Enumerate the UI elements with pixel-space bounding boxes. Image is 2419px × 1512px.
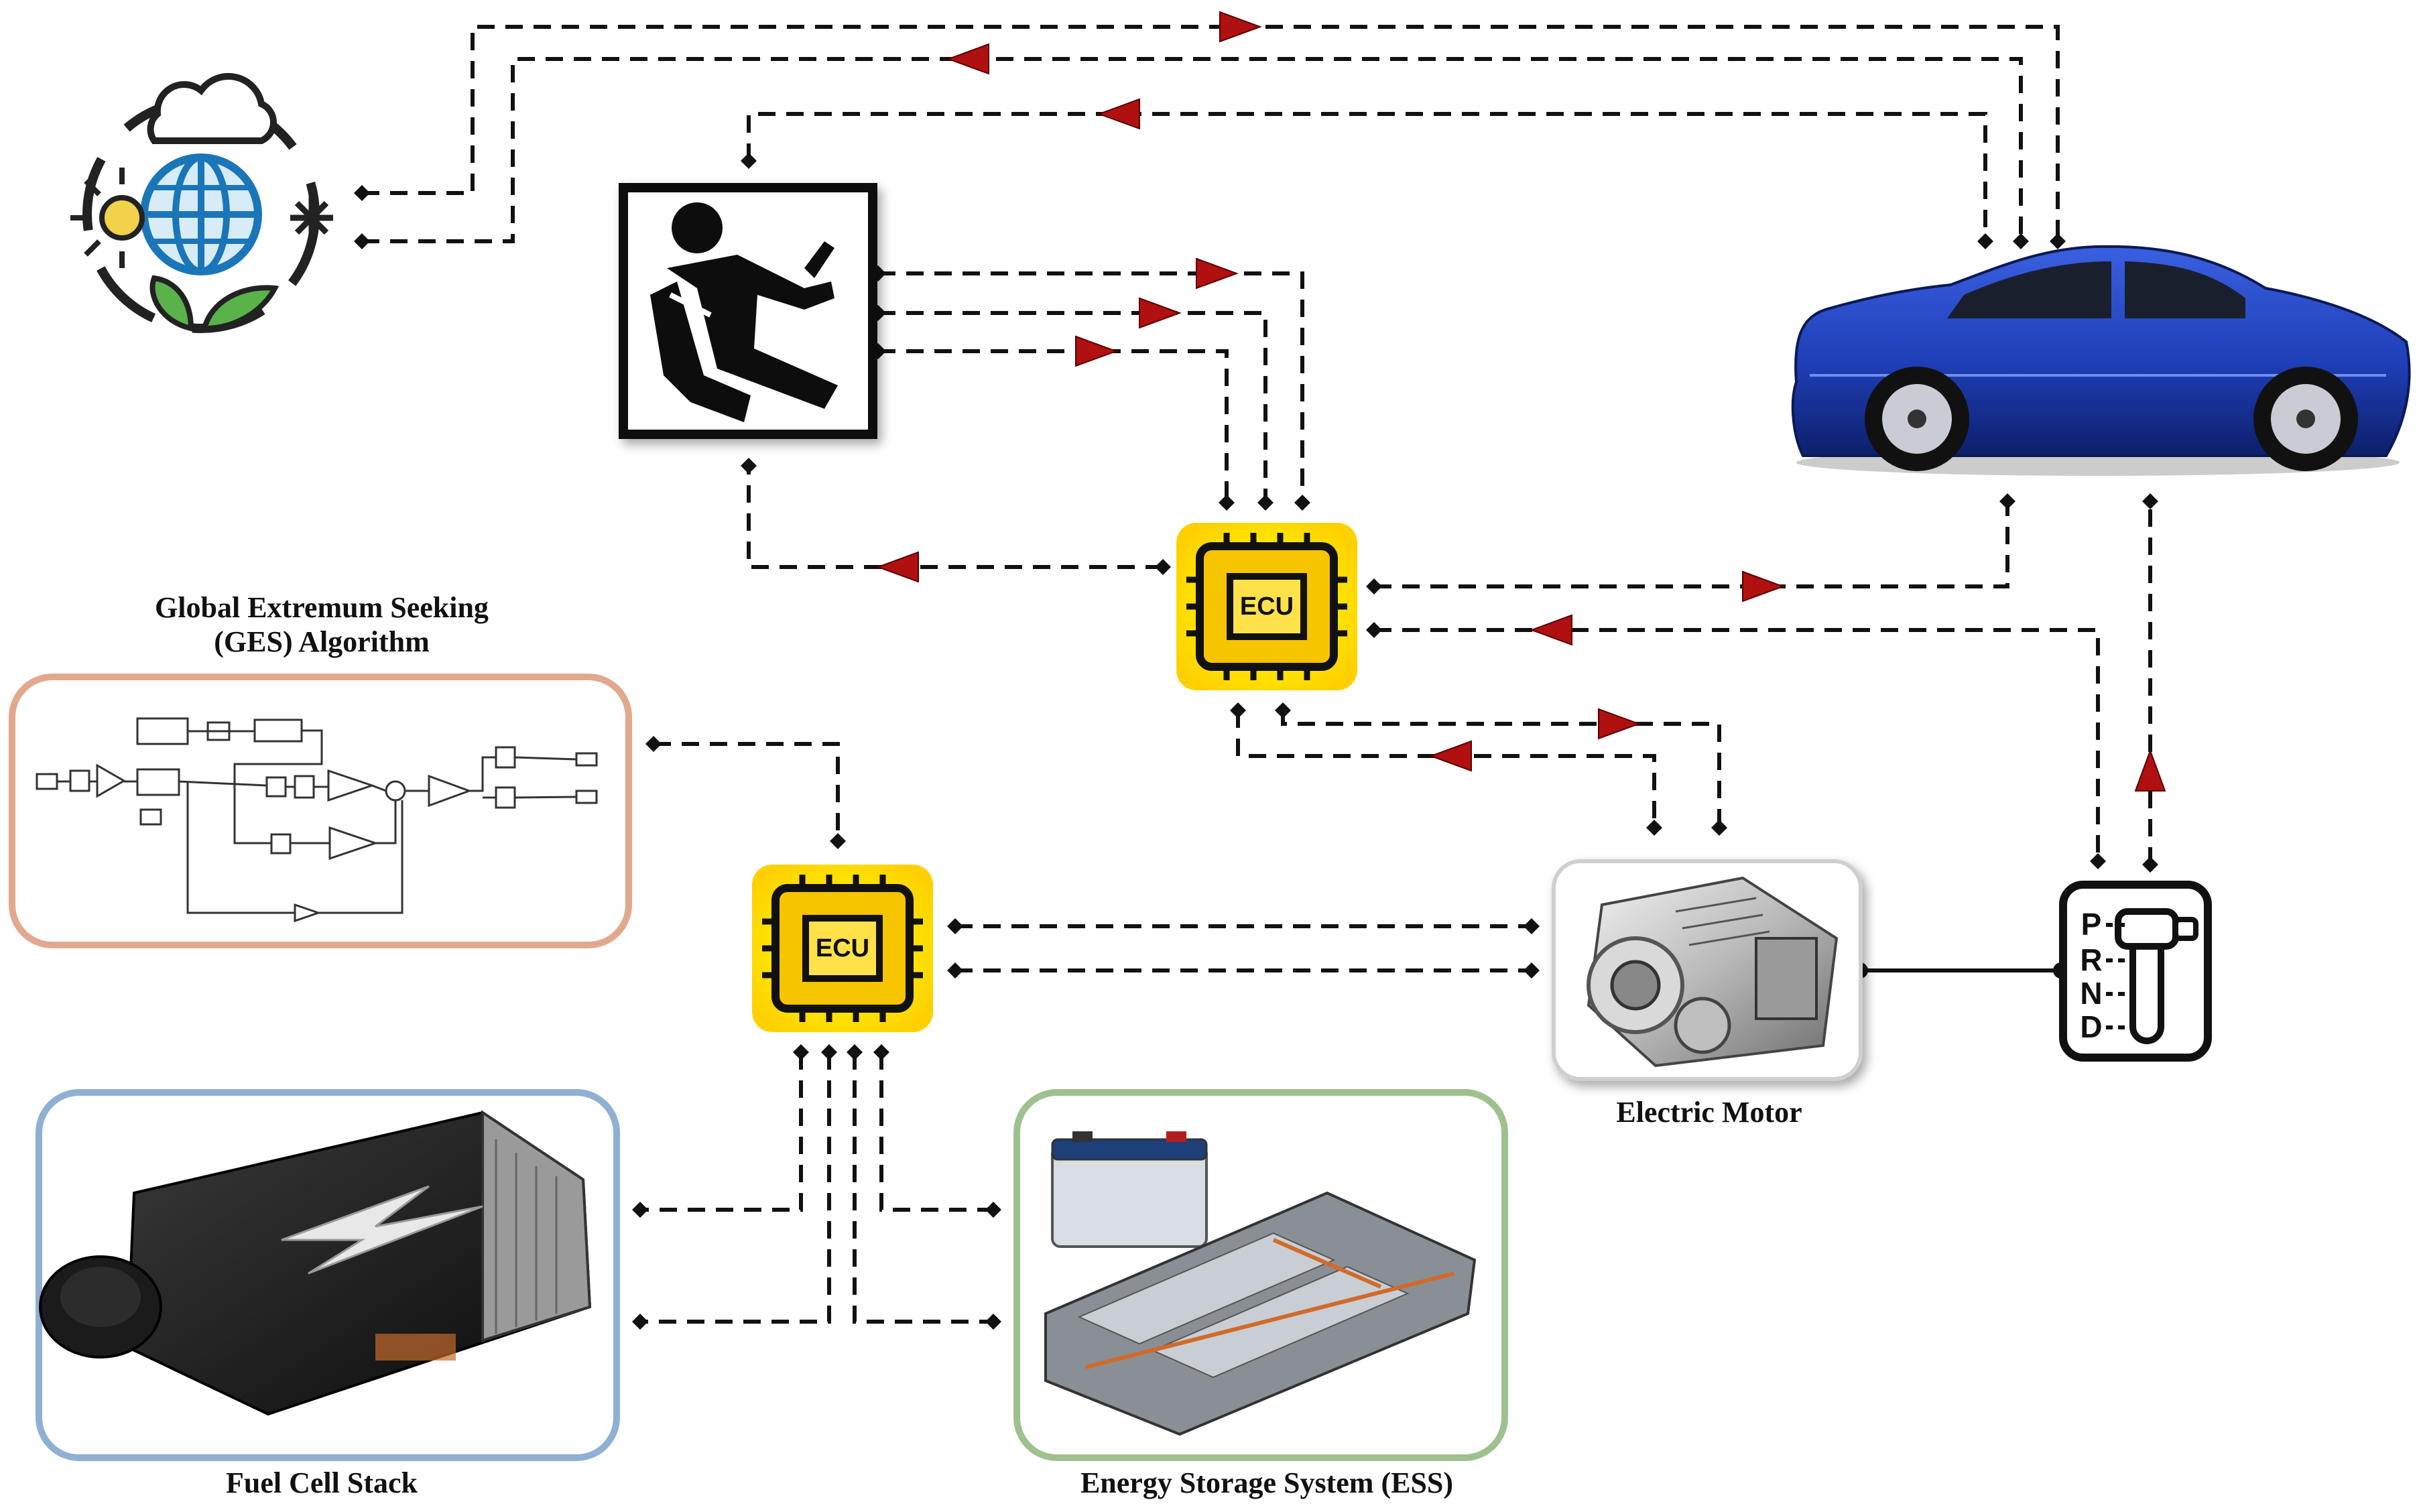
line-ecu-car bbox=[1374, 501, 2009, 588]
ecu-label: ECU bbox=[816, 934, 869, 962]
car-wheel-front bbox=[1865, 367, 1969, 471]
line-driver-car bbox=[747, 112, 1987, 241]
line-env-car-inner bbox=[362, 57, 2023, 243]
line-driver-ecu-1 bbox=[878, 271, 1304, 503]
line-ecu2-ess-2 bbox=[853, 1052, 993, 1324]
ecu-chip-icon: ECU bbox=[752, 865, 933, 1032]
ges-title-line1: Global Extremum Seeking bbox=[155, 591, 489, 624]
line-ges-ecu2 bbox=[654, 742, 840, 841]
gear-shifter-icon: P R N D bbox=[2059, 881, 2212, 1062]
line-ecu-motor-2 bbox=[1236, 710, 1656, 828]
fuel-cell-icon bbox=[39, 1110, 592, 1416]
line-ecu-driver bbox=[747, 466, 1163, 569]
direction-arrows bbox=[876, 11, 2166, 792]
line-driver-ecu-3 bbox=[878, 349, 1229, 503]
gear-letter-r: R bbox=[2080, 942, 2102, 977]
line-ecu2-ess-1 bbox=[879, 1052, 993, 1212]
line-ecu2-fc-1 bbox=[640, 1052, 803, 1212]
gear-letter-p: P bbox=[2081, 907, 2102, 942]
electric-motor-icon bbox=[1587, 876, 1839, 1068]
connection-lines bbox=[362, 25, 2152, 1324]
simulink-block-diagram bbox=[36, 717, 598, 923]
electric-motor-label: Electric Motor bbox=[1616, 1096, 1802, 1129]
line-ecu2-fc-2 bbox=[640, 1052, 831, 1324]
car-icon bbox=[1791, 245, 2411, 476]
ges-algorithm-panel bbox=[9, 674, 632, 948]
gear-letter-n: N bbox=[2080, 976, 2102, 1011]
line-env-car-outer bbox=[362, 25, 2060, 241]
fuel-cell-label: Fuel Cell Stack bbox=[226, 1466, 418, 1499]
ecu-chip-icon: ECU bbox=[1176, 523, 1357, 690]
gear-letter-d: D bbox=[2080, 1009, 2102, 1044]
ess-label: Energy Storage System (ESS) bbox=[1080, 1466, 1454, 1499]
driver-icon bbox=[619, 183, 877, 439]
car-wheel-rear bbox=[2253, 367, 2358, 471]
line-endpoints bbox=[354, 153, 2158, 1330]
ecu-label: ECU bbox=[1240, 592, 1294, 621]
ges-title-line2: (GES) Algorithm bbox=[214, 625, 430, 658]
line-driver-ecu-2 bbox=[878, 311, 1267, 503]
battery-icon bbox=[1044, 1131, 1477, 1436]
ges-title: Global Extremum Seeking (GES) Algorithm bbox=[94, 591, 550, 659]
environment-icon bbox=[70, 72, 333, 333]
line-ecu-gear bbox=[1374, 628, 2100, 861]
motor-gear-shaft bbox=[1852, 962, 2069, 979]
